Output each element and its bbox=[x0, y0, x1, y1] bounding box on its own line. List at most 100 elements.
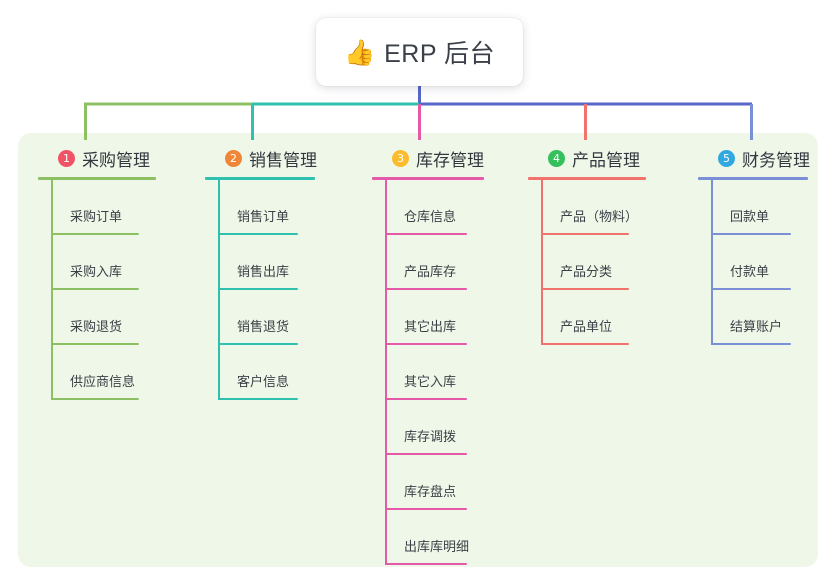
leaf-item[interactable]: 库存盘点 bbox=[372, 455, 484, 510]
leaf-underline bbox=[541, 343, 629, 345]
root-node[interactable]: 👍 ERP 后台 bbox=[316, 18, 523, 86]
leaf-stem bbox=[541, 180, 543, 235]
column-4: 4 产品管理产品（物料） 产品分类产品单位 bbox=[528, 146, 646, 345]
leaf-label: 客户信息 bbox=[237, 374, 290, 389]
leaf-item[interactable]: 库存调拨 bbox=[372, 400, 484, 455]
leaf-label: 回款单 bbox=[730, 209, 770, 224]
leaf-underline bbox=[218, 343, 298, 345]
column-title: 库存管理 bbox=[416, 150, 484, 170]
column-title: 采购管理 bbox=[82, 150, 150, 170]
leaf-stem bbox=[541, 235, 543, 290]
leaf-stem bbox=[385, 290, 387, 345]
leaf-stem bbox=[541, 290, 543, 345]
leaf-label: 其它出库 bbox=[404, 319, 457, 334]
column-badge-2: 2 bbox=[225, 149, 242, 167]
leaf-underline bbox=[711, 343, 791, 345]
leaf-label: 产品分类 bbox=[560, 264, 613, 279]
column-title: 产品管理 bbox=[572, 150, 640, 170]
column-title: 财务管理 bbox=[742, 150, 810, 170]
leaf-stem bbox=[711, 180, 713, 235]
leaf-stem bbox=[385, 510, 387, 565]
column-badge-1: 1 bbox=[58, 149, 75, 167]
leaf-label: 采购入库 bbox=[70, 264, 123, 279]
leaf-underline bbox=[541, 233, 629, 235]
leaf-underline bbox=[385, 508, 467, 510]
leaf-underline bbox=[541, 288, 629, 290]
column-header-5[interactable]: 5 财务管理 bbox=[698, 146, 810, 170]
leaf-item[interactable]: 采购退货 bbox=[38, 290, 156, 345]
leaf-stem bbox=[385, 235, 387, 290]
leaf-stem bbox=[51, 345, 53, 400]
leaf-label: 产品（物料） bbox=[560, 209, 639, 224]
leaf-underline bbox=[385, 398, 467, 400]
leaf-item[interactable]: 采购订单 bbox=[38, 180, 156, 235]
leaf-item[interactable]: 其它入库 bbox=[372, 345, 484, 400]
column-header-1[interactable]: 1 采购管理 bbox=[38, 146, 156, 170]
column-items: 采购订单采购入库采购退货供应商信息 bbox=[38, 180, 156, 400]
leaf-underline bbox=[711, 288, 791, 290]
leaf-item[interactable]: 产品分类 bbox=[528, 235, 646, 290]
leaf-label: 付款单 bbox=[730, 264, 770, 279]
column-header-4[interactable]: 4 产品管理 bbox=[528, 146, 646, 170]
leaf-underline bbox=[218, 288, 298, 290]
column-items: 销售订单销售出库销售退货客户信息 bbox=[205, 180, 317, 400]
leaf-label: 销售退货 bbox=[237, 319, 290, 334]
column-badge-4: 4 bbox=[548, 149, 565, 167]
column-underline bbox=[528, 177, 646, 180]
leaf-stem bbox=[218, 290, 220, 345]
leaf-label: 库存调拨 bbox=[404, 429, 457, 444]
column-header-3[interactable]: 3 库存管理 bbox=[372, 146, 484, 170]
leaf-stem bbox=[51, 290, 53, 345]
leaf-label: 其它入库 bbox=[404, 374, 457, 389]
leaf-underline bbox=[385, 563, 467, 565]
column-title: 销售管理 bbox=[249, 150, 317, 170]
leaf-stem bbox=[51, 235, 53, 290]
leaf-label: 仓库信息 bbox=[404, 209, 457, 224]
leaf-item[interactable]: 供应商信息 bbox=[38, 345, 156, 400]
leaf-stem bbox=[711, 290, 713, 345]
leaf-stem bbox=[218, 345, 220, 400]
leaf-item[interactable]: 付款单 bbox=[698, 235, 810, 290]
column-badge-3: 3 bbox=[392, 149, 409, 167]
leaf-underline bbox=[385, 233, 467, 235]
leaf-item[interactable]: 其它出库 bbox=[372, 290, 484, 345]
leaf-stem bbox=[385, 455, 387, 510]
leaf-item[interactable]: 回款单 bbox=[698, 180, 810, 235]
leaf-item[interactable]: 销售订单 bbox=[205, 180, 317, 235]
leaf-item[interactable]: 出库库明细 bbox=[372, 510, 484, 565]
column-underline bbox=[698, 177, 808, 180]
column-items: 产品（物料） 产品分类产品单位 bbox=[528, 180, 646, 345]
column-header-2[interactable]: 2 销售管理 bbox=[205, 146, 317, 170]
column-1: 1 采购管理采购订单采购入库采购退货供应商信息 bbox=[38, 146, 156, 400]
leaf-item[interactable]: 客户信息 bbox=[205, 345, 317, 400]
leaf-item[interactable]: 采购入库 bbox=[38, 235, 156, 290]
column-5: 5 财务管理回款单付款单结算账户 bbox=[698, 146, 810, 345]
leaf-item[interactable]: 产品（物料） bbox=[528, 180, 646, 235]
leaf-underline bbox=[51, 233, 139, 235]
leaf-underline bbox=[385, 288, 467, 290]
leaf-item[interactable]: 销售退货 bbox=[205, 290, 317, 345]
leaf-underline bbox=[51, 398, 139, 400]
leaf-label: 结算账户 bbox=[730, 319, 783, 334]
leaf-underline bbox=[51, 343, 139, 345]
leaf-underline bbox=[218, 233, 298, 235]
column-badge-5: 5 bbox=[718, 149, 735, 167]
leaf-stem bbox=[218, 235, 220, 290]
leaf-stem bbox=[711, 235, 713, 290]
leaf-underline bbox=[218, 398, 298, 400]
leaf-item[interactable]: 结算账户 bbox=[698, 290, 810, 345]
column-underline bbox=[38, 177, 156, 180]
leaf-item[interactable]: 仓库信息 bbox=[372, 180, 484, 235]
leaf-stem bbox=[51, 180, 53, 235]
leaf-label: 销售订单 bbox=[237, 209, 290, 224]
column-3: 3 库存管理仓库信息产品库存其它出库其它入库库存调拨库存盘点出库库明细 bbox=[372, 146, 484, 565]
leaf-stem bbox=[385, 345, 387, 400]
leaf-item[interactable]: 产品库存 bbox=[372, 235, 484, 290]
leaf-item[interactable]: 销售出库 bbox=[205, 235, 317, 290]
thumbs-up-icon: 👍 bbox=[343, 38, 376, 67]
leaf-label: 采购订单 bbox=[70, 209, 123, 224]
leaf-label: 采购退货 bbox=[70, 319, 123, 334]
leaf-item[interactable]: 产品单位 bbox=[528, 290, 646, 345]
leaf-underline bbox=[385, 343, 467, 345]
column-2: 2 销售管理销售订单销售出库销售退货客户信息 bbox=[205, 146, 317, 400]
